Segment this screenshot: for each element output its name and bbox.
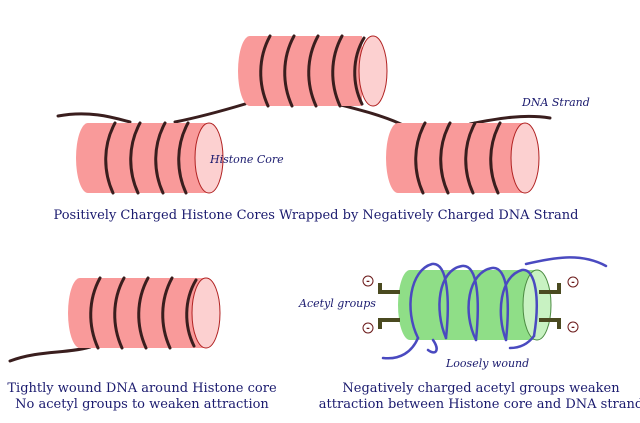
dna-strand-tight <box>8 345 92 363</box>
negative-charge-right-top: - <box>567 276 579 288</box>
svg-text:-: - <box>571 278 575 288</box>
svg-text:-: - <box>366 277 370 287</box>
acetyl-group-left-top <box>378 283 400 294</box>
acetyl-group-left-bottom <box>378 318 400 329</box>
acetyl-group-right-bottom <box>539 318 561 329</box>
label-histone-core: Histone Core <box>209 153 284 166</box>
label-acetyl-groups: Acetyl groups <box>298 297 376 310</box>
negative-charge-right-bottom: - <box>567 321 579 333</box>
caption-bottom-right-line2: attraction between Histone core and DNA … <box>319 397 640 412</box>
caption-top: Positively Charged Histone Cores Wrapped… <box>54 208 579 223</box>
caption-bottom-left-line1: Tightly wound DNA around Histone core <box>7 381 277 396</box>
histone-nucleosome-right <box>386 121 540 195</box>
histone-nucleosome-left <box>76 121 224 195</box>
label-loosely-wound: Loosely wound <box>445 357 529 370</box>
svg-text:-: - <box>571 323 575 333</box>
negative-charge-left-bottom: - <box>362 322 374 334</box>
dna-strand-loose <box>381 256 608 360</box>
histone-nucleosome-top <box>238 34 388 108</box>
acetyl-group-right-top <box>539 283 561 294</box>
caption-bottom-left-line2: No acetyl groups to weaken attraction <box>15 397 269 412</box>
label-dna-strand: DNA Strand <box>521 96 590 109</box>
negative-charge-left-top: - <box>362 275 374 287</box>
histone-nucleosome-tight <box>68 276 221 350</box>
caption-bottom-right-line1: Negatively charged acetyl groups weaken <box>342 381 620 396</box>
svg-text:-: - <box>366 324 370 334</box>
